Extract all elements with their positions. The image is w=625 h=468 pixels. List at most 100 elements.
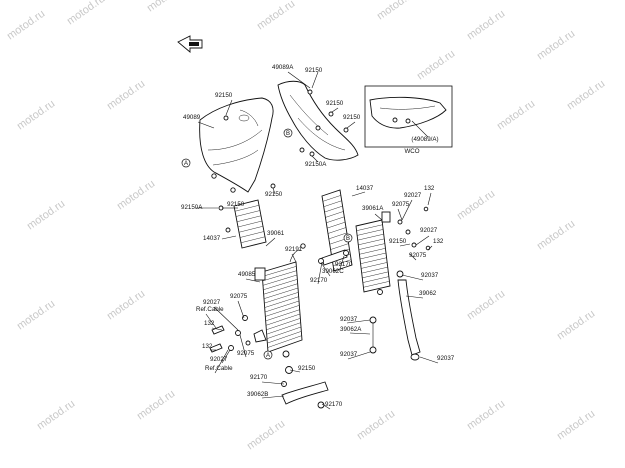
- watermark-text: motod.ru: [355, 408, 397, 443]
- part-callout: 39061A: [362, 205, 384, 212]
- part-callout: 92075: [230, 293, 248, 300]
- leader-line: [311, 71, 319, 89]
- fin-line: [326, 216, 345, 224]
- part-callout: 92150: [215, 92, 233, 99]
- inset-caption: WCO: [404, 148, 419, 155]
- part-callout: 92170: [310, 277, 328, 284]
- leader-line: [205, 313, 217, 329]
- fin-line: [363, 281, 390, 288]
- leader-line: [237, 300, 245, 319]
- part-callout: 92170: [325, 401, 343, 408]
- radiator-left: [253, 261, 303, 358]
- radiator-shroud-right: [277, 80, 359, 161]
- watermark-text: motod.ru: [105, 288, 147, 323]
- leader-line: [289, 369, 301, 373]
- leader-line: [221, 235, 237, 240]
- fin-line: [327, 221, 346, 229]
- part-callout: 92075: [392, 201, 410, 208]
- leader-line: [415, 235, 430, 246]
- fin-line: [361, 262, 388, 269]
- fin-line: [265, 313, 301, 326]
- watermark-text: motod.ru: [415, 48, 457, 83]
- watermark-text: motod.ru: [495, 98, 537, 133]
- part-callout: 132: [433, 238, 444, 245]
- part-callout: 92150: [343, 114, 361, 121]
- fin-line: [358, 243, 385, 250]
- reference-letter: A: [266, 353, 270, 359]
- leader-line: [211, 327, 223, 331]
- part-callout: 92075: [409, 252, 427, 259]
- fin-line: [358, 238, 385, 246]
- front-arrow-icon: [177, 35, 203, 53]
- part-callout: 92027: [210, 356, 228, 363]
- leader-line: [291, 253, 297, 263]
- fin-line: [236, 215, 262, 222]
- fin-line: [361, 266, 388, 274]
- leader-line: [225, 99, 233, 116]
- fin-line: [357, 233, 384, 241]
- reference-circle: [343, 233, 353, 243]
- leader-line: [221, 349, 231, 364]
- leader-line: [349, 332, 371, 335]
- fin-line: [327, 227, 347, 234]
- leader-line: [239, 334, 247, 358]
- watermark-text: motod.ru: [455, 188, 497, 223]
- leader-line: [317, 261, 323, 285]
- watermark-text: motod.ru: [535, 28, 577, 63]
- fin-line: [235, 210, 261, 217]
- radiator-right: [355, 211, 391, 295]
- leader-line: [272, 187, 276, 195]
- fin-line: [357, 229, 384, 236]
- reference-letter: B: [286, 131, 290, 137]
- watermark-text: motod.ru: [375, 0, 417, 22]
- fin-line: [263, 283, 298, 295]
- part-callout: Ref.Cable: [196, 306, 224, 313]
- fin-line: [240, 236, 266, 243]
- reference-letter: A: [184, 161, 188, 167]
- part-callout: 92150: [305, 67, 323, 74]
- part-callout: 92191: [285, 246, 303, 253]
- part-callout: 92150A: [305, 161, 327, 168]
- fin-line: [265, 305, 300, 317]
- part-callout: 92037: [340, 351, 358, 358]
- part-callout: 92150: [227, 201, 245, 208]
- watermark-text: motod.ru: [255, 0, 297, 32]
- part-callout: 132: [424, 185, 435, 192]
- fin-line: [262, 266, 297, 277]
- fin-line: [359, 252, 387, 260]
- fin-line: [264, 296, 299, 308]
- fin-line: [362, 271, 389, 279]
- reference-circle: [181, 158, 191, 168]
- leader-line: [401, 199, 413, 221]
- watermark-text: motod.ru: [465, 288, 507, 323]
- fin-line: [325, 211, 344, 218]
- fin-line: [262, 274, 298, 286]
- fin-line: [263, 287, 299, 299]
- part-callout: Ref.Cable: [205, 365, 233, 372]
- fin-line: [266, 326, 302, 339]
- part-callout: 92037: [437, 355, 455, 362]
- reference-circle: [263, 350, 273, 360]
- part-callout: 49089A: [272, 64, 294, 71]
- leader-line: [374, 213, 383, 221]
- watermark-text: motod.ru: [65, 0, 107, 27]
- leader-line: [346, 319, 371, 324]
- watermark-text: motod.ru: [135, 388, 177, 423]
- fin-line: [328, 232, 347, 240]
- watermark-text: motod.ru: [245, 418, 287, 453]
- fin-line: [267, 331, 302, 344]
- part-callout: 92150: [265, 191, 283, 198]
- fin-line: [362, 276, 389, 283]
- radiator-shroud-left: [199, 97, 274, 193]
- leader-lines: [196, 71, 439, 410]
- fin-line: [234, 205, 260, 212]
- part-callout: 92027: [203, 299, 221, 306]
- reference-circle: [283, 128, 293, 138]
- fin-line: [263, 279, 298, 291]
- inset-part-label: (49089/A): [411, 136, 438, 143]
- fin-line: [322, 195, 341, 202]
- leader-line: [346, 121, 356, 129]
- fin-line: [266, 322, 301, 335]
